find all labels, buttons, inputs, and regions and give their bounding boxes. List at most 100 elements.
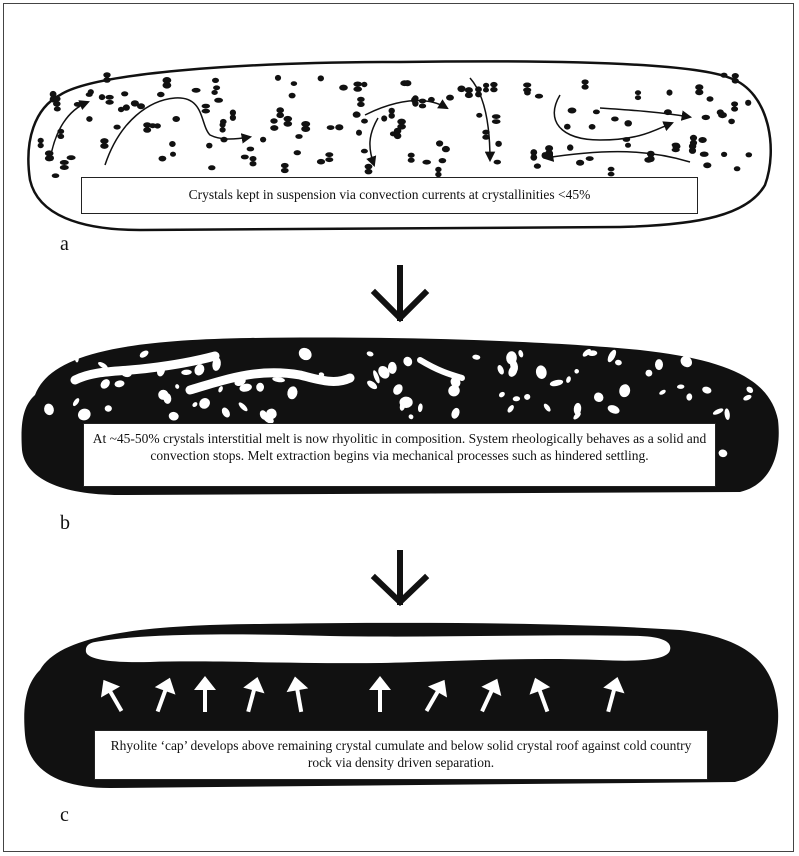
crystal [731,101,738,106]
crystal [624,120,632,126]
crystal [220,127,226,133]
crystal [408,158,415,163]
crystal [707,96,714,101]
crystal [86,116,92,122]
crystal [202,104,210,109]
crystal [103,77,110,83]
crystal [157,92,165,97]
crystal [490,82,497,87]
crystal [241,155,249,160]
crystal [483,83,489,88]
caption-b: At ~45-50% crystals interstitial melt is… [83,423,716,487]
panel-label-c: c [60,804,69,827]
crystal [281,163,289,168]
crystal [67,155,76,160]
down-arrow-a-to-b [375,268,425,318]
crystal [60,165,69,170]
crystal [250,156,257,161]
crystal [294,150,301,155]
crystal [703,162,711,168]
crystal [494,160,501,165]
crystal [490,87,497,92]
crystal [523,88,531,93]
crystal [717,109,724,115]
crystal [721,152,727,157]
crystal [295,134,302,139]
crystal [728,119,735,125]
crystal [732,78,739,84]
crystal [389,113,395,119]
crystal [593,110,600,115]
crystal [442,146,450,152]
crystal [325,157,333,162]
crystal [534,163,541,168]
crystal [284,116,293,122]
crystal [53,101,61,107]
crystal [564,124,571,130]
caption-c: Rhyolite ‘cap’ develops above remaining … [94,730,708,780]
crystal [492,114,501,119]
down-arrow-b-to-c [375,553,425,602]
crystal [644,157,652,163]
crystal [356,130,362,136]
crystal [281,168,289,173]
crystal [214,98,223,103]
crystal [357,102,365,107]
crystal [535,94,543,99]
crystal [404,80,412,86]
crystal [361,119,368,124]
crystal [635,95,641,100]
crystal [357,97,365,102]
crystal [576,160,584,166]
crystal [690,140,697,146]
crystal [523,83,531,88]
crystal [100,138,108,144]
crystal [530,154,537,161]
crystal [476,113,482,118]
crystal [354,112,360,117]
crystal [483,88,489,93]
crystal [52,173,60,178]
crystal [695,89,703,95]
crystal [163,82,172,89]
crystal [361,82,367,87]
crystal [99,94,105,100]
crystal [495,141,502,147]
crystal [276,112,284,118]
crystal [202,109,210,114]
crystal [208,165,215,170]
crystal [457,86,465,93]
crystal [335,124,343,130]
crystal [745,100,751,106]
crystal [568,108,577,114]
crystal [608,167,615,172]
crystal [170,152,176,157]
crystal [276,107,284,113]
crystal [746,152,753,157]
crystal [625,143,631,148]
crystal [121,91,128,96]
crystal [325,152,333,157]
crystal [137,103,145,109]
crystal [567,144,573,150]
crystal [270,118,277,123]
crystal [260,137,266,143]
crystal [250,161,257,166]
crystal [582,84,589,89]
crystal [54,107,61,112]
crystal [318,75,324,81]
crystal [114,125,121,130]
crystal [436,140,443,146]
crystal [60,160,69,165]
crystal [143,122,151,128]
crystal [435,167,441,172]
crystal [105,95,113,100]
crystal [213,85,220,90]
crystal [159,156,167,162]
crystal [667,90,673,96]
crystal [88,89,94,95]
crystal [327,125,335,130]
crystal [731,106,738,111]
crystal [353,87,362,92]
crystal [230,115,236,121]
